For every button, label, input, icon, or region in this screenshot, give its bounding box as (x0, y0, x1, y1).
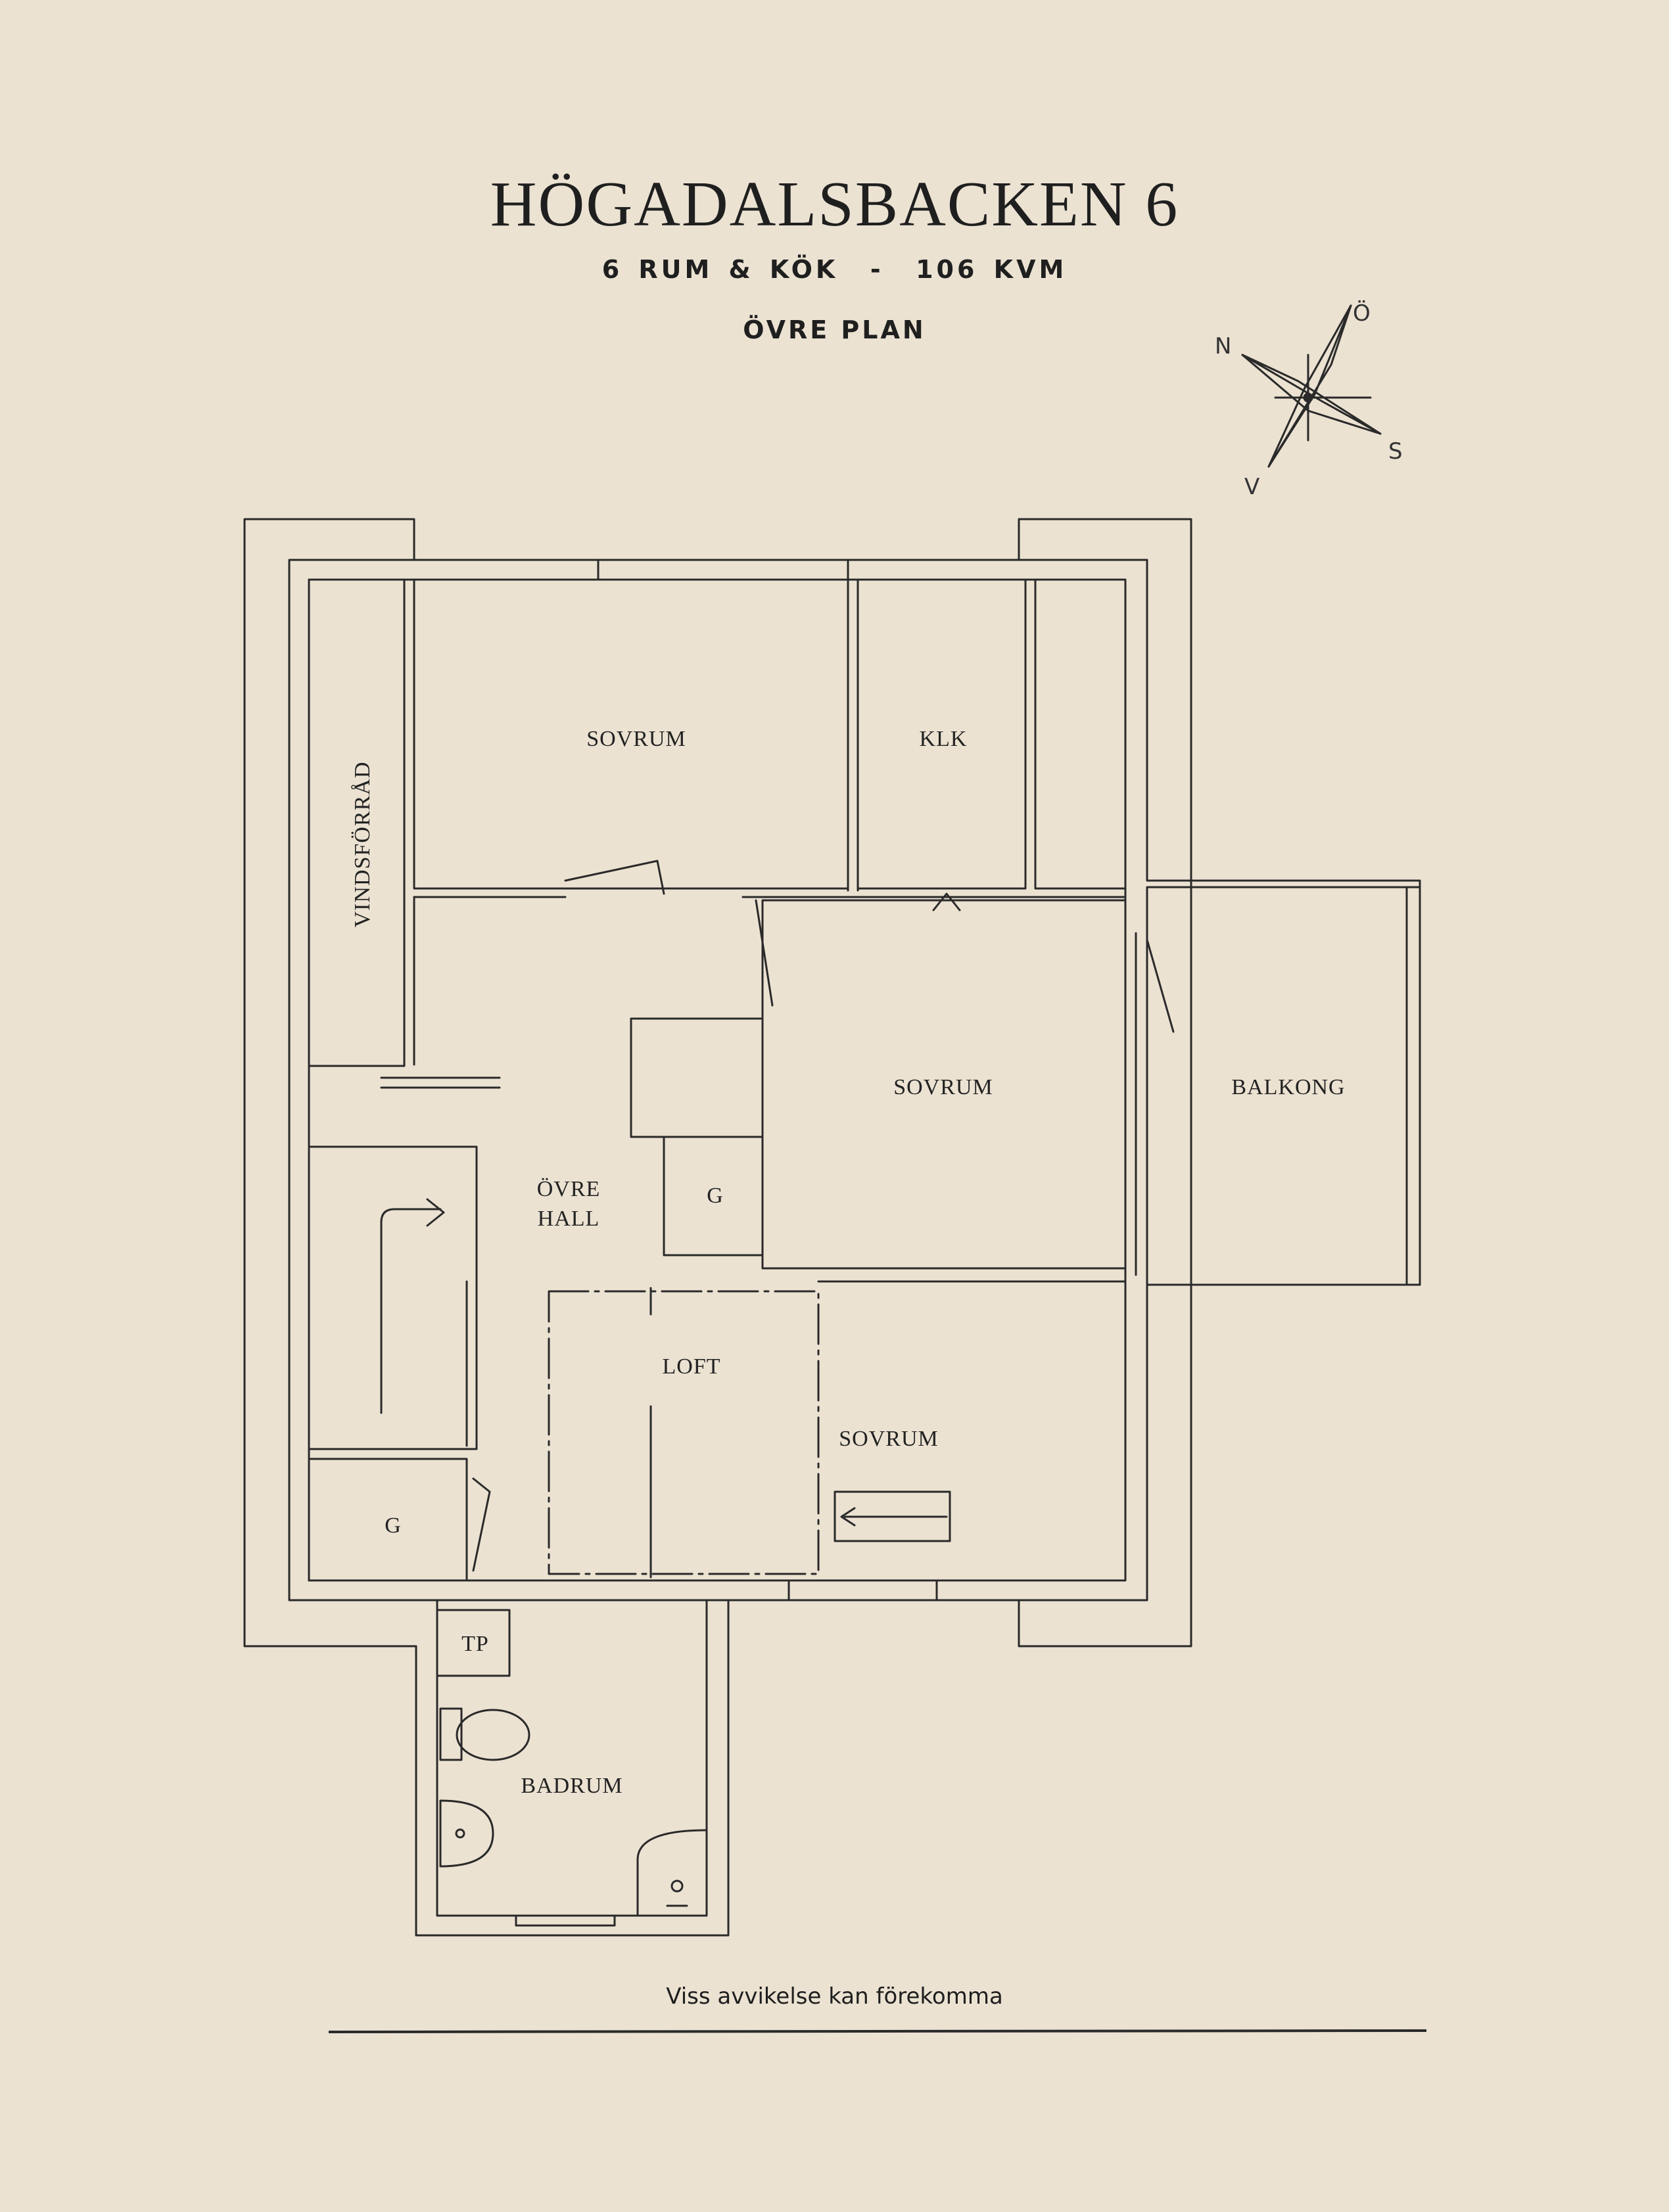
outer-eave-outline (243, 518, 1192, 1937)
toilet-icon (439, 1707, 530, 1761)
compass-rose-icon (1241, 304, 1382, 468)
compass-south-label: S (1388, 438, 1403, 465)
compass-north-label: N (1215, 333, 1231, 359)
floor-label: ÖVRE PLAN (743, 315, 926, 344)
klk-room (857, 578, 1027, 890)
label-ovre-hall-1: ÖVRE (537, 1177, 601, 1201)
label-badrum: BADRUM (521, 1774, 623, 1798)
label-klk: KLK (920, 727, 968, 751)
label-sovrum-top: SOVRUM (586, 727, 686, 751)
stair (308, 1145, 478, 1450)
disclaimer-text: Viss avvikelse kan förekomma (666, 1983, 1003, 2010)
g-left-room (308, 1458, 468, 1582)
compass-east-label: Ö (1353, 300, 1371, 327)
bottom-divider (328, 2029, 1427, 2033)
page-title: HÖGADALSBACKEN 6 (490, 169, 1179, 240)
tp-room (436, 1609, 511, 1677)
label-ovre-hall-2: HALL (538, 1207, 600, 1231)
label-balkong: BALKONG (1231, 1075, 1345, 1099)
hall-cupboard (630, 1017, 764, 1138)
bed-icon (834, 1490, 951, 1542)
sink-icon (439, 1799, 494, 1868)
vindsforrad-room (308, 578, 406, 1067)
g-hall-room (663, 1136, 764, 1256)
window-top (597, 559, 849, 581)
balkong-area (1146, 886, 1421, 1286)
property-summary: 6 RUM & KÖK - 106 KVM (601, 255, 1068, 284)
loft-area (548, 1290, 820, 1575)
label-tp: TP (461, 1632, 489, 1656)
label-sovrum-bottom: SOVRUM (839, 1427, 938, 1451)
window-bath (515, 1914, 616, 1927)
label-g-hall: G (707, 1184, 724, 1208)
shower-icon (636, 1829, 708, 1917)
closet-room (1034, 578, 1127, 890)
label-g-left: G (385, 1513, 402, 1538)
label-vindsforrad: VINDSFÖRRÅD (350, 762, 375, 928)
inner-wall (308, 578, 1127, 1582)
label-sovrum-mid: SOVRUM (893, 1075, 993, 1099)
label-loft: LOFT (663, 1354, 721, 1379)
compass-west-label: V (1244, 474, 1259, 500)
window-bottom (787, 1579, 938, 1601)
